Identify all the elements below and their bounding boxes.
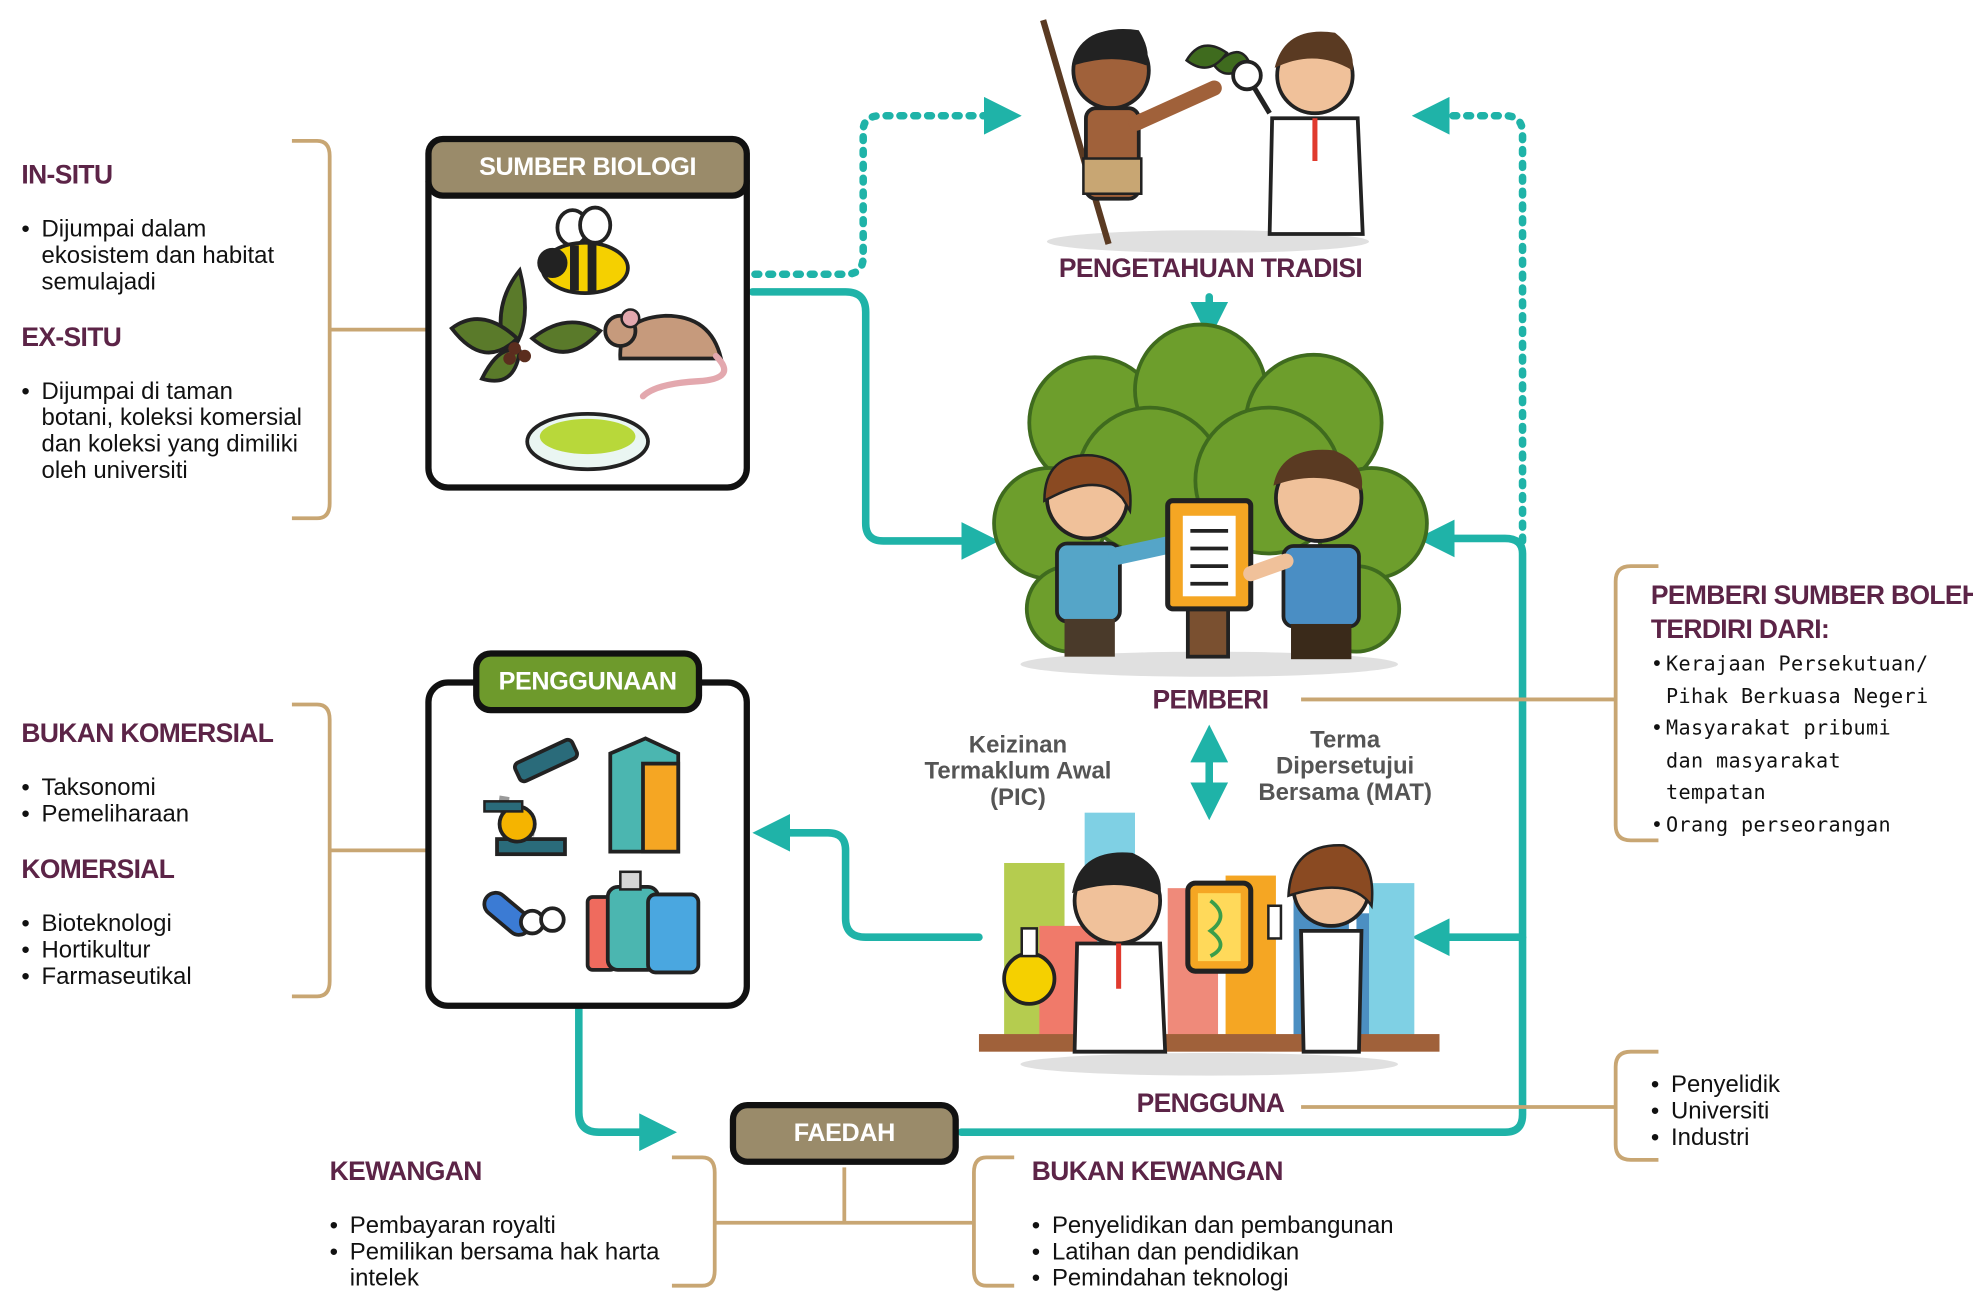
faedah-label: FAEDAH [729, 1102, 959, 1165]
bracket-left-top [291, 139, 428, 521]
list-item-line: Masyarakat pribumi [1665, 715, 1891, 740]
pengetahuan-tradisi-label: PENGETAHUAN TRADISI [1058, 254, 1363, 284]
list-item: Taksonomi [21, 775, 298, 801]
bee-icon [537, 205, 630, 296]
bracket-right-pengguna [1301, 1049, 1659, 1162]
ex-situ-bullet: Dijumpai di taman botani, koleksi komers… [21, 379, 304, 485]
bracket-left-bottom [291, 702, 428, 999]
in-situ-list: Dijumpai dalam ekosistem dan habitat sem… [21, 216, 317, 295]
list-item-line: Pihak Berkuasa Negeri [1665, 683, 1929, 708]
pengguna-label: PENGGUNA [1136, 1089, 1285, 1119]
dotted-arrow-right-to-tradisi [1411, 96, 1527, 545]
list-item-line: Orang perseorangan [1665, 812, 1891, 836]
list-item: Latihan dan pendidikan [1032, 1239, 1447, 1265]
petri-dish-icon [525, 411, 650, 472]
penggunaan-label: PENGGUNAAN [473, 650, 703, 714]
list-item: Pembayaran royalti [330, 1213, 695, 1239]
pemberi-sumber-heading: PEMBERI SUMBER BOLEH TERDIRI DARI: [1651, 579, 1973, 647]
mat-line: Dipersetujui [1276, 753, 1415, 780]
in-situ-bullet: Dijumpai dalam ekosistem dan habitat sem… [21, 216, 317, 295]
list-item: Bioteknologi [21, 911, 298, 937]
list-item: Industri [1651, 1125, 1903, 1151]
list-item: Masyarakat pribumi dan masyarakat tempat… [1651, 712, 1966, 808]
dotted-arrow-to-tradisi [751, 96, 1022, 279]
bracket-bottom-join [714, 1167, 974, 1225]
arrow-pengguna-to-penggunaan [752, 813, 983, 941]
kewangan-heading: KEWANGAN [329, 1157, 483, 1187]
list-item-line: tempatan [1665, 779, 1766, 804]
pic-line: Termaklum Awal [924, 758, 1112, 785]
list-item: Farmaseutikal [21, 964, 298, 990]
kewangan-list: Pembayaran royalti Pemilikan bersama hak… [330, 1213, 695, 1292]
pengguna-illustration [978, 812, 1440, 1076]
penggunaan-illustration [482, 736, 701, 975]
mat-label: Terma Dipersetujui Bersama (MAT) [1248, 727, 1442, 806]
leaf-icon [449, 266, 604, 383]
list-item: Hortikultur [21, 937, 298, 963]
arrow-sumber-to-pemberi [748, 288, 1000, 560]
komersial-heading: KOMERSIAL [21, 855, 175, 885]
list-item-line: Kerajaan Persekutuan/ [1665, 651, 1929, 676]
list-item: Pemeliharaan [21, 801, 298, 827]
pemberi-sumber-list: Kerajaan Persekutuan/ Pihak Berkuasa Neg… [1651, 648, 1966, 840]
pic-line: Keizinan [968, 732, 1068, 759]
milk-carton-icon [608, 736, 681, 854]
bracket-right-pemberi [1301, 564, 1659, 843]
list-item: Penyelidikan dan pembangunan [1032, 1213, 1447, 1239]
bukan-komersial-heading: BUKAN KOMERSIAL [21, 719, 274, 749]
bukan-komersial-list: Taksonomi Pemeliharaan [21, 775, 298, 828]
list-item: Pemindahan teknologi [1032, 1266, 1447, 1292]
list-item: Pemilikan bersama hak harta intelek [330, 1239, 695, 1292]
bukan-kewangan-heading: BUKAN KEWANGAN [1031, 1157, 1284, 1187]
pemberi-label: PEMBERI [1152, 685, 1269, 715]
arrow-faedah-loop [957, 519, 1527, 1136]
tradisi-illustration [1040, 19, 1370, 253]
list-item: Penyelidik [1651, 1072, 1903, 1098]
microscope-icon [483, 737, 579, 857]
list-item-line: dan masyarakat [1665, 747, 1841, 772]
ex-situ-list: Dijumpai di taman botani, koleksi komers… [21, 379, 304, 485]
heading-line: TERDIRI DARI: [1650, 615, 1830, 645]
list-item: Kerajaan Persekutuan/ Pihak Berkuasa Neg… [1651, 648, 1966, 712]
pic-line: (PIC) [990, 784, 1046, 812]
bracket-bottom-bukan-kewangan [972, 1155, 1015, 1288]
penggunaan-box [425, 679, 750, 1009]
list-item: Universiti [1651, 1098, 1903, 1124]
sumber-illustration [449, 205, 728, 472]
pengguna-list: Penyelidik Universiti Industri [1651, 1072, 1903, 1151]
rat-icon [603, 308, 728, 400]
mat-line: Bersama (MAT) [1258, 779, 1432, 807]
pic-label: Keizinan Termaklum Awal (PIC) [916, 732, 1120, 811]
list-item: Orang perseorangan [1651, 808, 1966, 840]
mat-line: Terma [1310, 727, 1381, 754]
sumber-biologi-label: SUMBER BIOLOGI [425, 135, 750, 199]
komersial-list: Bioteknologi Hortikultur Farmaseutikal [21, 911, 298, 990]
pills-icon [482, 890, 566, 937]
arrow-penggunaan-to-faedah [575, 1005, 677, 1152]
sumber-biologi-box [425, 161, 750, 491]
heading-line: PEMBERI SUMBER BOLEH [1650, 581, 1973, 611]
bukan-kewangan-list: Penyelidikan dan pembangunan Latihan dan… [1032, 1213, 1447, 1292]
in-situ-heading: IN-SITU [21, 161, 113, 190]
pemberi-illustration [992, 322, 1429, 677]
ex-situ-heading: EX-SITU [21, 323, 122, 353]
cosmetic-bottles-icon [585, 870, 701, 975]
